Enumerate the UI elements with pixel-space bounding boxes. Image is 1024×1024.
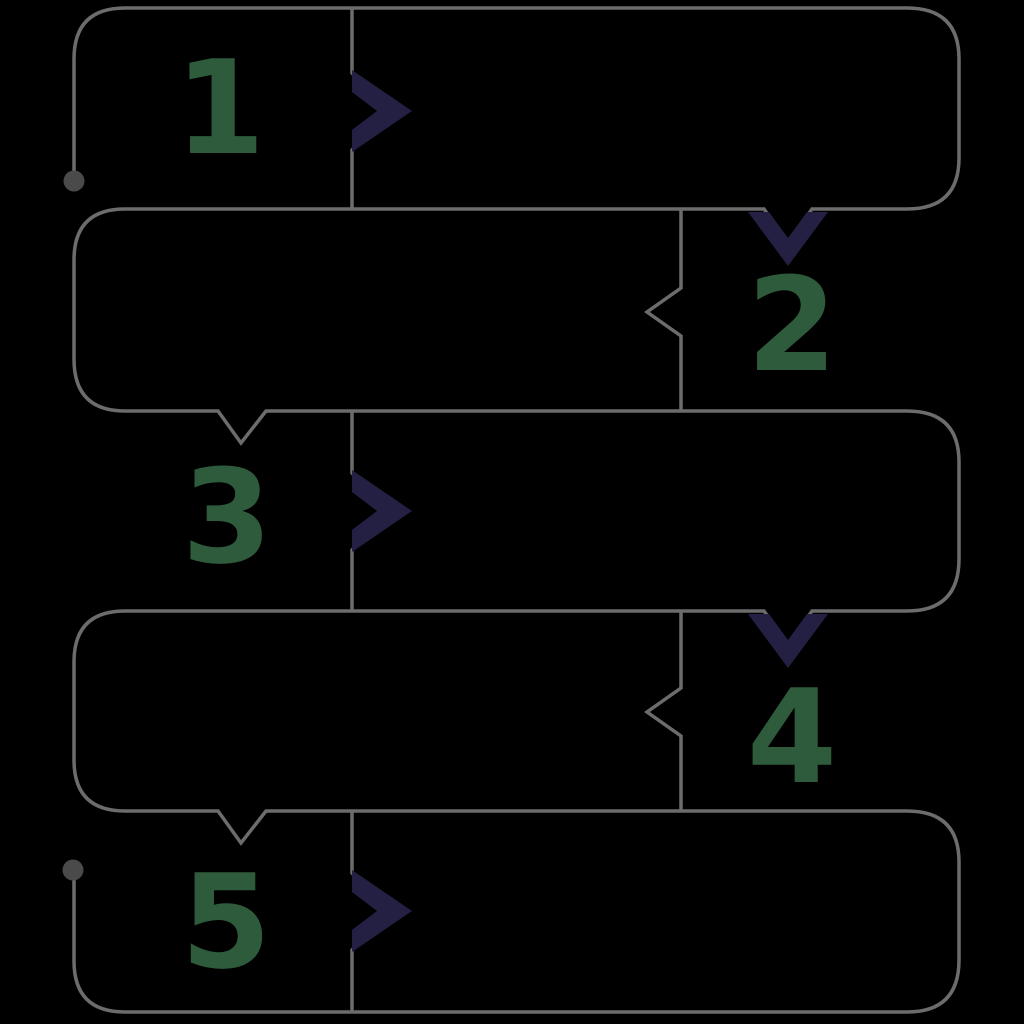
step-1-number: 1	[175, 32, 265, 184]
step-4-divider	[643, 611, 683, 811]
start-terminal-dot	[63, 170, 85, 192]
chevron-right-icon	[352, 70, 412, 152]
flow-outline	[72, 6, 961, 1014]
chevron-down-icon	[748, 212, 828, 266]
chevron-right-icon	[352, 870, 412, 952]
step-2-divider	[643, 209, 683, 411]
step-3-number: 3	[182, 441, 272, 593]
chevron-right-icon	[352, 470, 412, 552]
end-terminal-dot	[62, 859, 84, 881]
step-4-number: 4	[747, 661, 837, 813]
chevron-down-icon	[748, 614, 828, 668]
step-5-number: 5	[181, 846, 271, 998]
step-2-number: 2	[747, 249, 837, 401]
